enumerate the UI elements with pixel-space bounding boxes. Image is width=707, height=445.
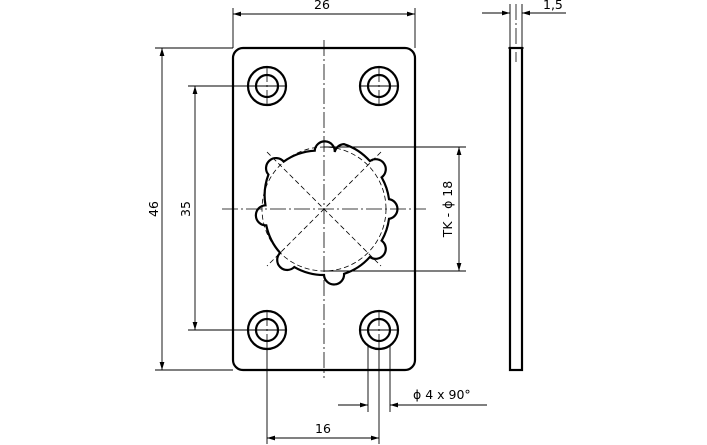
dim-width-label: 26 <box>314 0 330 12</box>
dim-thickness-label: 1,5 <box>543 0 563 12</box>
dimension-height: 46 <box>146 47 233 371</box>
dimension-width: 26 <box>232 0 416 48</box>
dimension-bolt-circle: TK - ϕ 18 <box>324 146 466 272</box>
dimension-hole-spacing-horizontal: 16 <box>266 350 380 444</box>
side-profile <box>508 46 524 372</box>
dim-bolt-circle-label: TK - ϕ 18 <box>440 181 455 238</box>
dimension-countersink: ϕ 4 x 90° <box>338 345 487 412</box>
dim-horizontal-spacing-label: 16 <box>315 421 331 436</box>
mounting-hole-top-left <box>246 65 288 107</box>
dim-height-label: 46 <box>146 201 161 217</box>
side-view <box>482 4 566 372</box>
dimension-hole-spacing-vertical: 35 <box>178 85 247 331</box>
mounting-hole-bottom-right <box>358 309 400 351</box>
tooth-line-b <box>266 151 382 267</box>
dim-countersink-label: ϕ 4 x 90° <box>413 387 471 402</box>
dim-vertical-spacing-label: 35 <box>178 201 193 217</box>
front-view <box>222 40 426 378</box>
star-cutout <box>254 140 399 286</box>
mounting-hole-bottom-left <box>246 309 288 351</box>
mounting-hole-top-right <box>358 65 400 107</box>
